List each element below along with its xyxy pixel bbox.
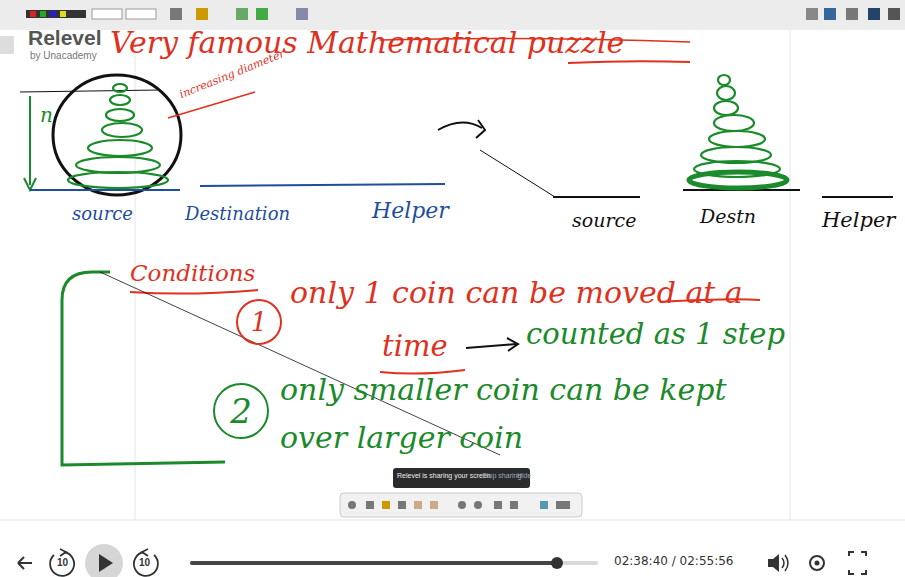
peg-label: Destination [185,204,290,225]
condition-number: 2 [230,394,252,428]
condition-text: only smaller coin can be kept over large… [280,366,800,462]
numbered-circle: 1 [236,299,282,345]
condition-note: counted as 1 step [526,318,785,351]
condition-number: 1 [251,309,268,335]
board-title: Very famous Mathematical puzzle [110,26,624,61]
size-label: n [40,104,53,127]
peg-label: source [72,204,133,225]
peg-label: source [572,210,636,232]
peg-label: Helper [372,198,449,223]
notification-button: Stop sharing [482,472,521,480]
color-swatches [26,10,86,18]
condition-text: only 1 coin can be moved at a [290,276,743,311]
condition-text: time [382,330,448,363]
notification-text: Relevel is sharing your screen [397,472,491,480]
playback-time: 02:38:40 / 02:55:56 [614,555,733,569]
peg-label: Destn [700,206,756,228]
brand-subtitle: by Unacademy [30,50,97,62]
side-tab [0,36,14,54]
section-heading: Conditions [130,260,255,286]
skip-seconds: 10 [139,557,150,569]
peg-label: Helper [822,208,895,232]
brand-name: Relevel [28,26,102,50]
skip-seconds: 10 [57,557,68,569]
numbered-circle: 2 [213,383,269,439]
notification-button: Hide [517,472,531,480]
